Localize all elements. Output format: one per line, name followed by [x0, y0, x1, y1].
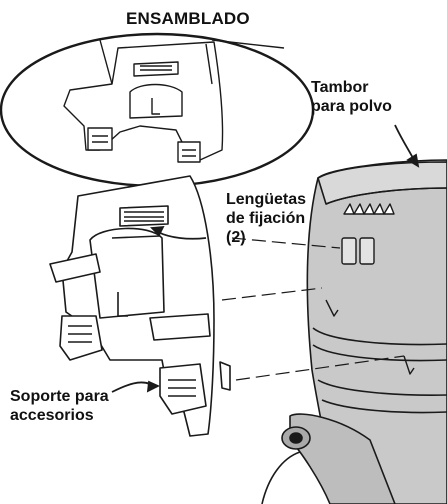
- locking-tabs-label-line-1: Lengüetas: [226, 191, 307, 208]
- locking-tabs-label-line-3: (2): [226, 229, 246, 246]
- holder-foot-right: [159, 363, 207, 415]
- accessory-holder-label-line-2: accesorios: [10, 407, 94, 424]
- dust-drum-label-line-1: Tambor: [311, 79, 369, 96]
- holder-cup: [89, 227, 165, 319]
- locking-tabs-label-line-2: de fijación: [226, 210, 306, 227]
- dust-drum-label: Tambor para polvo: [311, 78, 392, 116]
- drum-slots: [325, 203, 415, 375]
- tabs-leader-arrow: [150, 225, 207, 240]
- assembled-title: ENSAMBLADO: [122, 9, 254, 28]
- drum-band-1: [312, 327, 447, 346]
- holder-foot-left: [59, 315, 103, 361]
- accessory-holder-label-line-1: Soporte para: [10, 388, 109, 405]
- holder-leader-arrow: [111, 380, 161, 393]
- drum-band-4: [321, 399, 447, 414]
- drum-leader-arrow: [394, 124, 420, 168]
- drum-band-3: [317, 379, 447, 396]
- locking-tabs-label: Lengüetas de fijación (2): [226, 190, 306, 247]
- alignment-lines: [221, 237, 405, 381]
- holder-right-clip: [149, 313, 211, 341]
- locking-tab-top: [119, 205, 169, 227]
- assembled-inset: [0, 32, 315, 188]
- accessory-holder: [49, 175, 231, 437]
- holder-left-clip: [49, 253, 101, 283]
- dust-drum: [261, 159, 447, 504]
- accessory-holder-label: Soporte para accesorios: [10, 387, 109, 425]
- drum-band-2: [312, 344, 447, 362]
- dust-drum-label-line-2: para polvo: [311, 98, 392, 115]
